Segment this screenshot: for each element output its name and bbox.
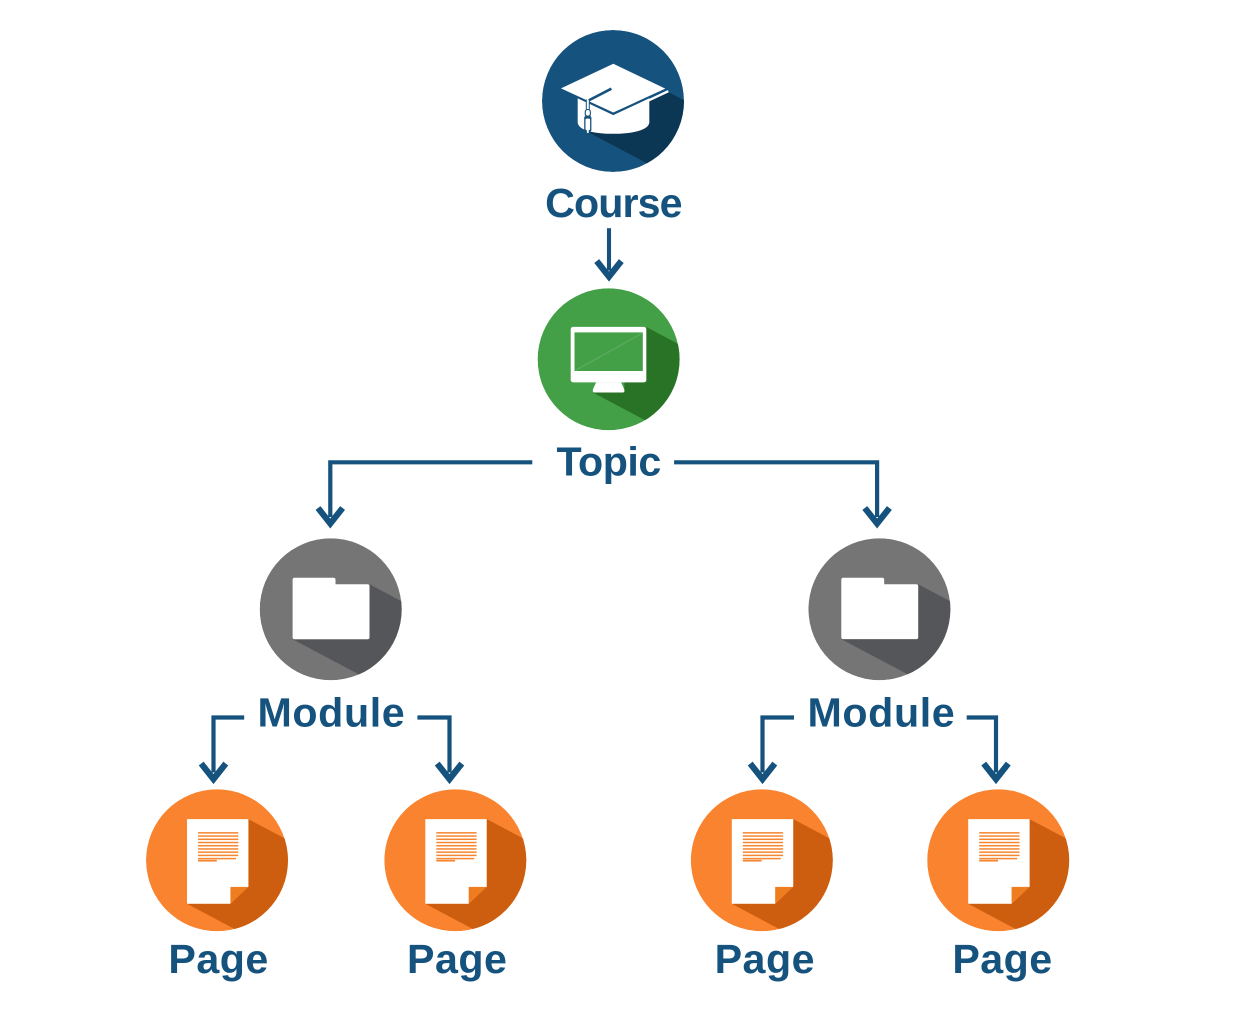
svg-text:Module: Module	[258, 689, 406, 735]
svg-text:Course: Course	[545, 180, 682, 226]
svg-text:Topic: Topic	[556, 438, 660, 484]
svg-text:Page: Page	[168, 936, 268, 982]
svg-text:Page: Page	[407, 936, 507, 982]
svg-text:Page: Page	[952, 936, 1052, 982]
svg-text:Module: Module	[808, 689, 956, 735]
svg-text:Page: Page	[715, 936, 815, 982]
